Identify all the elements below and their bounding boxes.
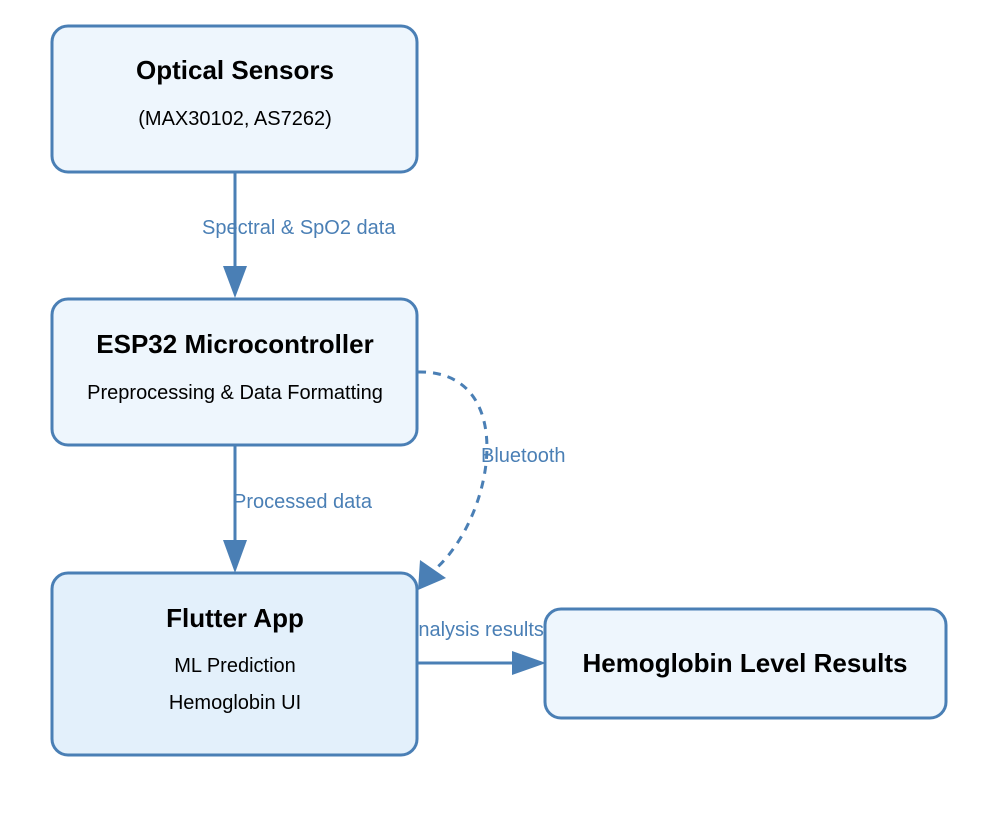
edge-label-processed: Processed data <box>233 491 373 513</box>
node-hemoglobin-results: Hemoglobin Level Results <box>543 607 948 720</box>
edge-esp32-to-flutter <box>223 445 247 573</box>
node-subtitle: (MAX30102, AS7262) <box>138 108 331 130</box>
node-optical-sensors: Optical Sensors (MAX30102, AS7262) <box>50 24 419 174</box>
edge-label-bluetooth: Bluetooth <box>481 445 566 467</box>
arrowhead-icon <box>223 540 247 573</box>
edge-sensors-to-esp32 <box>223 172 247 298</box>
node-title: Optical Sensors <box>136 55 334 85</box>
arrowhead-icon <box>418 560 446 590</box>
edge-label-analysis: Analysis results <box>405 619 544 641</box>
edge-flutter-to-results <box>418 651 546 675</box>
node-flutter-app: Flutter App ML Prediction Hemoglobin UI <box>50 571 419 757</box>
node-esp32: ESP32 Microcontroller Preprocessing & Da… <box>50 297 419 447</box>
node-title: ESP32 Microcontroller <box>96 329 373 359</box>
node-line-ui: Hemoglobin UI <box>169 692 301 714</box>
node-line-ml: ML Prediction <box>174 655 296 677</box>
arrowhead-icon <box>223 266 247 298</box>
node-subtitle: Preprocessing & Data Formatting <box>87 382 383 404</box>
node-title: Flutter App <box>166 603 304 633</box>
node-title: Hemoglobin Level Results <box>582 648 907 678</box>
edge-bluetooth <box>417 370 489 590</box>
edge-label-spectral: Spectral & SpO2 data <box>202 217 396 239</box>
arrowhead-icon <box>512 651 546 675</box>
